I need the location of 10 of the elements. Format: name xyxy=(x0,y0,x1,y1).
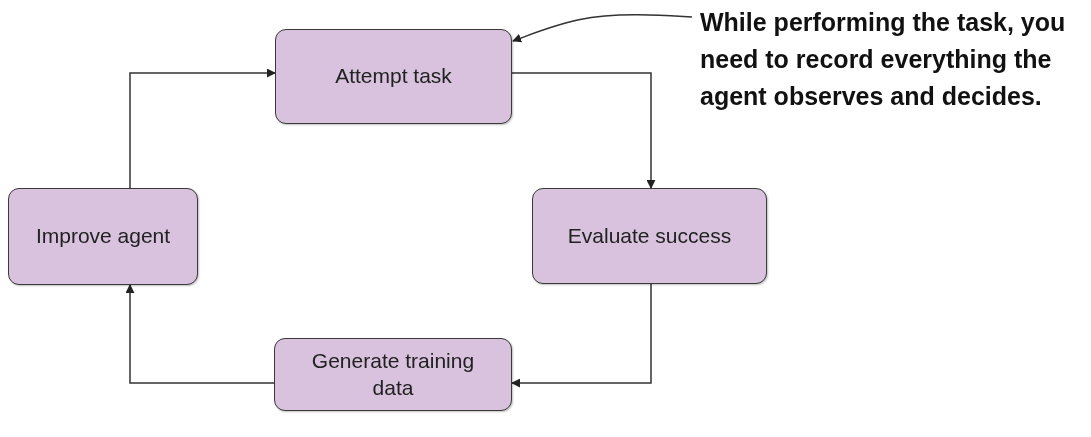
process-box: Improve agent xyxy=(8,188,198,285)
leader-arrow xyxy=(512,14,693,43)
process-box: Attempt task xyxy=(275,29,512,124)
arrow xyxy=(511,283,652,388)
arrow xyxy=(511,72,656,189)
annotation-text: While performing the task, you need to record everything the agent observes and decides. xyxy=(700,7,1067,112)
process-box: Evaluate success xyxy=(532,188,767,284)
process-box: Generate training data xyxy=(274,338,512,411)
arrow xyxy=(125,284,275,384)
arrow xyxy=(129,68,276,189)
